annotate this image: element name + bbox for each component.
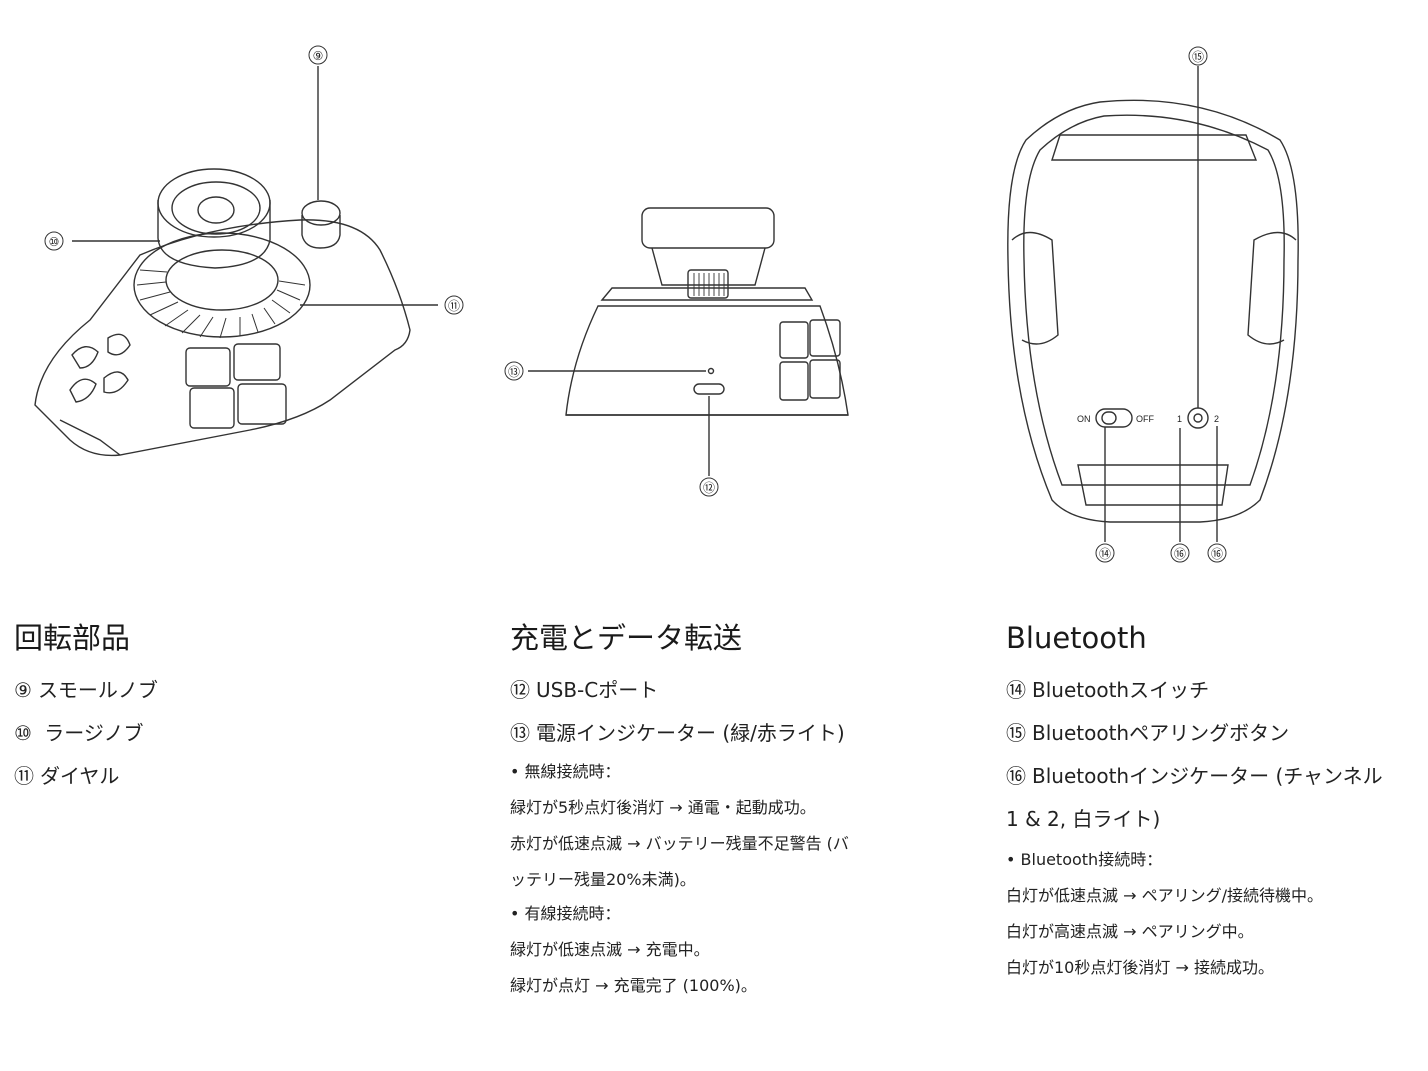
callout-13: ⑬ (508, 365, 520, 379)
item-number: ⑩ (14, 721, 32, 745)
note-line: 緑灯が点灯 → 充電完了 (100%)。 (510, 976, 757, 995)
switch-off-label: OFF (1136, 414, 1154, 424)
item-label: 1 & 2, 白ライト) (1006, 807, 1161, 831)
note-heading: • Bluetooth接続時： (1006, 850, 1163, 869)
item-number: ⑯ (1006, 764, 1026, 788)
callout-10: ⑩ (49, 235, 60, 249)
section-title: Bluetooth (1006, 621, 1147, 655)
item-label: Bluetoothインジケーター (チャンネル (1032, 764, 1383, 788)
item-label: スモールノブ (37, 678, 158, 702)
side-view-figure: ⑬ ⑫ (480, 0, 880, 580)
note-line: 白灯が10秒点灯後消灯 → 接続成功。 (1006, 958, 1274, 977)
channel-2-label: 2 (1214, 414, 1219, 424)
list-item: ⑩ ラージノブ (14, 721, 454, 745)
item-number: ⑭ (1006, 678, 1026, 702)
section-title: 充電とデータ転送 (510, 621, 743, 655)
note-line: ッテリー残量20%未満)。 (510, 870, 696, 889)
callout-14: ⑭ (1099, 547, 1111, 561)
note-line: 白灯が高速点滅 → ペアリング中。 (1006, 922, 1254, 941)
note-line: 緑灯が5秒点灯後消灯 → 通電・起動成功。 (510, 798, 816, 817)
item-number: ⑪ (14, 764, 34, 788)
item-number: ⑨ (14, 678, 32, 702)
note-line: 赤灯が低速点滅 → バッテリー残量不足警告 (バ (510, 834, 849, 853)
item-number: ⑮ (1006, 721, 1026, 745)
note-heading: • 有線接続時： (510, 904, 621, 923)
section-title: 回転部品 (14, 621, 131, 655)
bottom-view-drawing: ON OFF 1 2 ⑮ ⑭ ⑯ ⑯ (1007, 46, 1299, 563)
item-label: Bluetoothペアリングボタン (1032, 721, 1290, 745)
note-line: 白灯が低速点滅 → ペアリング/接続待機中。 (1006, 886, 1323, 905)
item-label: 電源インジケーター (緑/赤ライト) (536, 721, 845, 745)
item-number: ⑫ (510, 678, 530, 702)
callout-9: ⑨ (313, 49, 324, 63)
item-label: Bluetoothスイッチ (1032, 678, 1210, 702)
callout-11: ⑪ (448, 299, 460, 313)
bottom-view-figure: ON OFF 1 2 ⑮ ⑭ ⑯ ⑯ (960, 0, 1428, 580)
front-view-drawing: ⑨ ⑩ ⑪ (34, 45, 464, 457)
callout-12: ⑫ (703, 481, 715, 495)
channel-1-label: 1 (1177, 414, 1182, 424)
callout-15: ⑮ (1192, 50, 1204, 64)
switch-on-label: ON (1077, 414, 1091, 424)
item-label: ラージノブ (37, 721, 144, 745)
item-number: ⑬ (510, 721, 530, 745)
note-heading: • 無線接続時： (510, 762, 621, 781)
front-view-figure: ⑨ ⑩ ⑪ (0, 0, 480, 580)
callout-16b: ⑯ (1211, 547, 1223, 561)
note-line: 緑灯が低速点滅 → 充電中。 (510, 940, 710, 959)
item-label: USB-Cポート (536, 678, 659, 702)
item-label: ダイヤル (40, 764, 120, 788)
list-item-continuation: 1 & 2, 白ライト) (1006, 807, 1406, 831)
side-view-drawing: ⑬ ⑫ (504, 207, 849, 497)
callout-16a: ⑯ (1174, 547, 1186, 561)
